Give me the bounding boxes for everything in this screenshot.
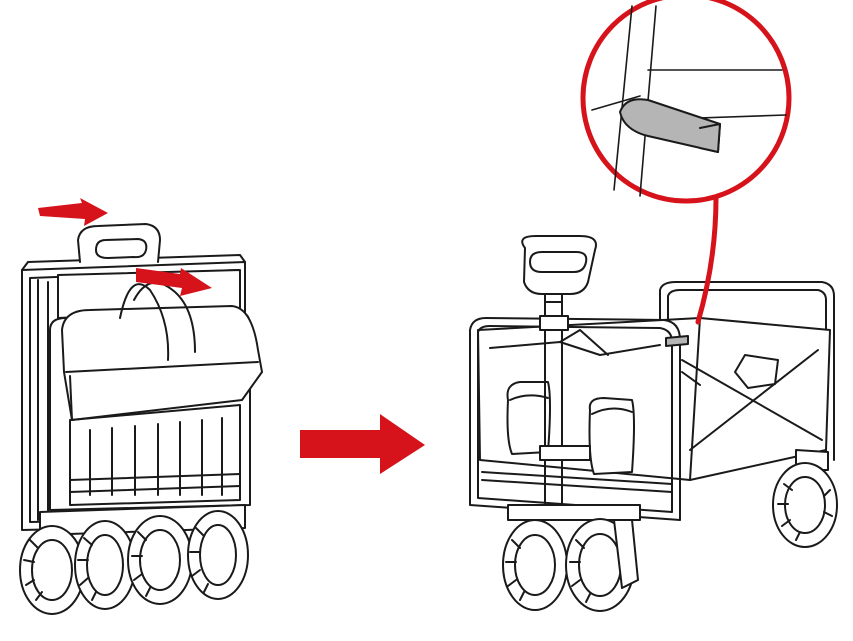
push-arrow-icon xyxy=(38,198,108,226)
unfolded-wagon-icon xyxy=(469,235,838,612)
right-arrow-icon xyxy=(300,414,425,474)
velcro-strap-detail-icon xyxy=(580,0,792,325)
folded-wagon-icon xyxy=(19,223,263,615)
push-arrow-icon xyxy=(136,268,212,296)
